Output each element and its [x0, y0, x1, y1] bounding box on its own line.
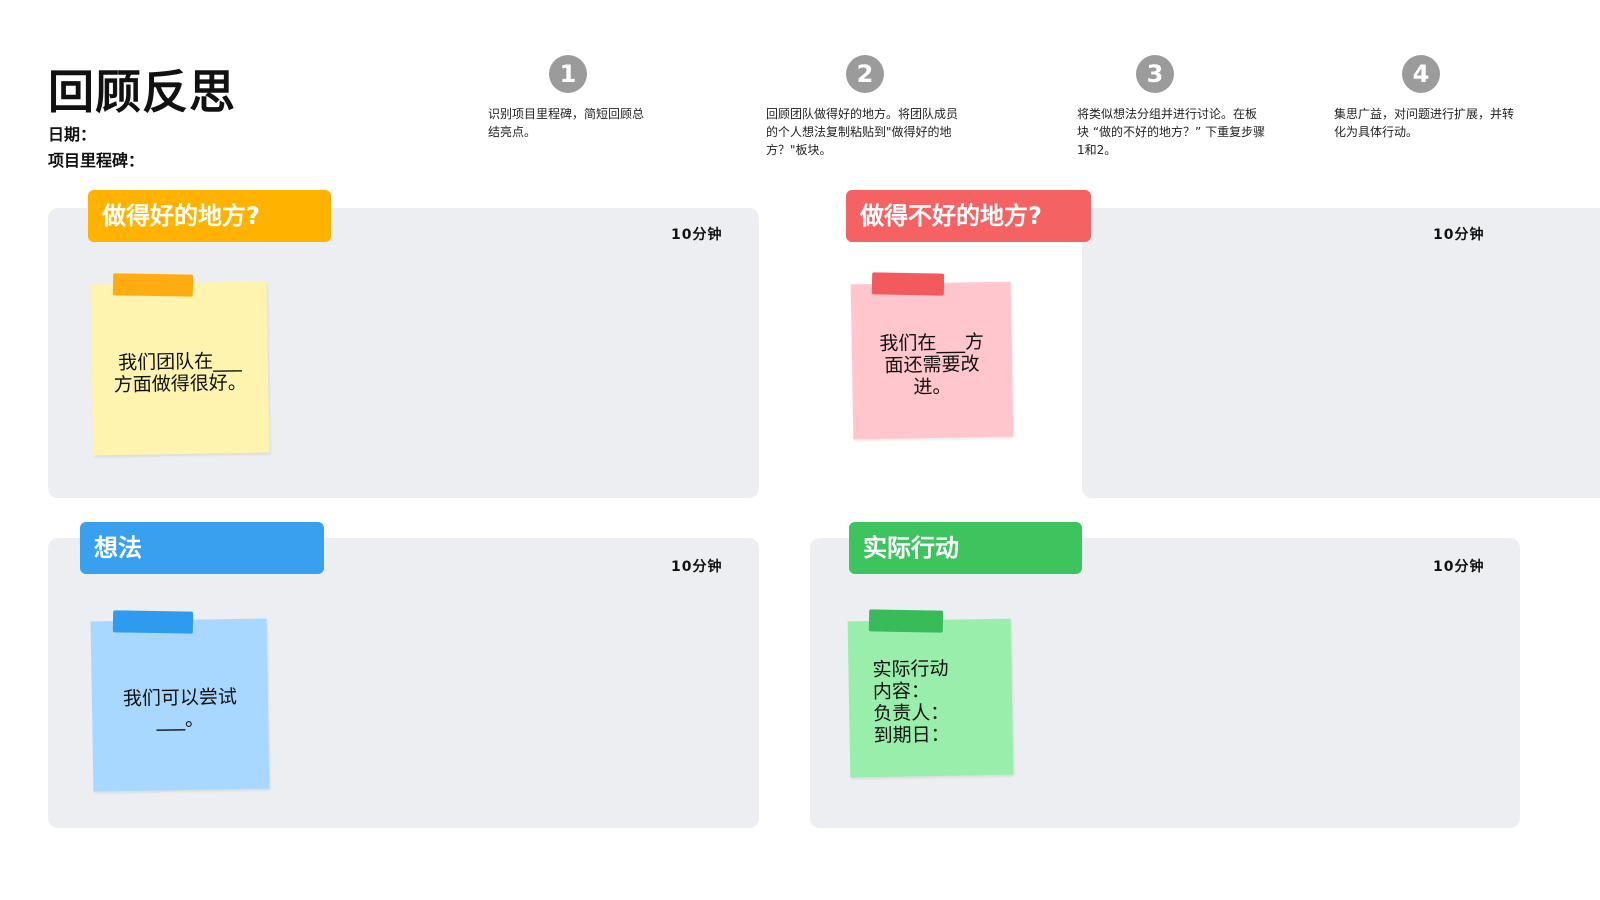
actions-title: 实际行动	[849, 522, 1082, 574]
ideas-timer: 10分钟	[671, 559, 723, 575]
actions-note-line: 实际行动	[872, 657, 949, 682]
went-well-note-text: 我们团队在___方面做得很好。	[113, 349, 247, 396]
step-2-number-icon: 2	[846, 55, 884, 93]
actions-note-line: 内容：	[872, 680, 931, 704]
milestone-label: 项目里程碑：	[48, 151, 145, 170]
went-well-title: 做得好的地方?	[88, 190, 331, 242]
ideas-note-text: 我们可以尝试___。	[122, 686, 238, 732]
actions-note-line: 负责人：	[873, 701, 950, 725]
went-well-timer: 10分钟	[671, 227, 723, 243]
tape-strip-icon	[868, 609, 944, 633]
went-poorly-timer: 10分钟	[1433, 227, 1485, 243]
went-poorly-sticky-note[interactable]: 我们在___方面还需要改进。	[850, 281, 1014, 440]
actions-sticky-note[interactable]: 实际行动 内容： 负责人： 到期日：	[847, 618, 1014, 778]
page-title: 回顾反思	[48, 65, 236, 119]
ideas-title: 想法	[80, 522, 324, 574]
actions-note-line: 到期日：	[873, 723, 950, 747]
step-3-number-icon: 3	[1136, 55, 1174, 93]
tape-strip-icon	[871, 272, 945, 296]
ideas-sticky-note[interactable]: 我们可以尝试___。	[90, 618, 270, 792]
went-poorly-title: 做得不好的地方?	[846, 190, 1091, 242]
went-well-sticky-note[interactable]: 我们团队在___方面做得很好。	[90, 281, 270, 456]
date-label: 日期：	[48, 125, 97, 144]
actions-timer: 10分钟	[1433, 559, 1485, 575]
step-4-number-icon: 4	[1402, 55, 1440, 93]
step-1-number-icon: 1	[549, 55, 587, 93]
step-2-text: 回顾团队做得好的地方。将团队成员的个人想法复制粘贴到"做得好的地方？"板块。	[766, 107, 959, 157]
went-poorly-panel	[1082, 208, 1600, 498]
step-1-text: 识别项目里程碑，简短回顾总结亮点。	[488, 107, 645, 139]
step-4-text: 集思广益，对问题进行扩展，并转化为具体行动。	[1334, 107, 1515, 139]
tape-strip-icon	[112, 273, 194, 297]
went-poorly-note-text: 我们在___方面还需要改进。	[879, 330, 985, 398]
step-3-text: 将类似想法分组并进行讨论。在板块 “做的不好的地方？” 下重复步骤1和2。	[1077, 107, 1266, 157]
tape-strip-icon	[112, 610, 194, 634]
